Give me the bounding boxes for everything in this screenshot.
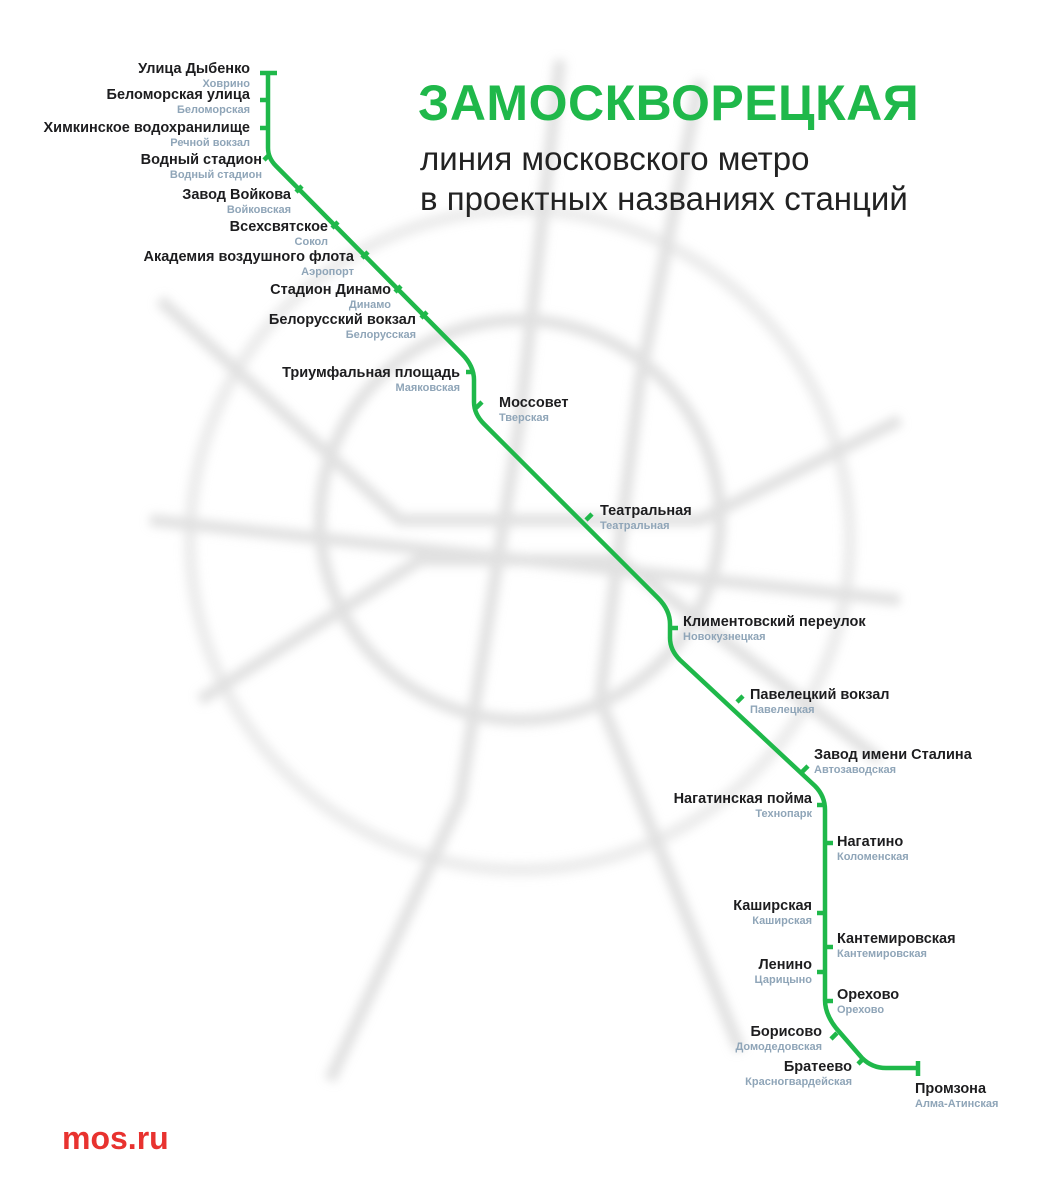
station-current-name: Сокол [294, 235, 328, 248]
station-project-name: Улица Дыбенко [138, 61, 250, 77]
station-current-name: Маяковская [395, 381, 460, 394]
station-project-name: Водный стадион [140, 152, 262, 168]
station-tick [829, 1031, 839, 1041]
station-tick [330, 220, 340, 230]
station-tick [419, 310, 429, 320]
station-current-name: Театральная [600, 519, 670, 532]
station-project-name: Промзона [915, 1081, 987, 1097]
station-current-name: Царицыно [754, 973, 812, 986]
station-project-name: Беломорская улица [106, 87, 250, 103]
station-project-name: Моссовет [499, 395, 569, 411]
station-project-name: Завод имени Сталина [814, 747, 972, 763]
station-current-name: Водный стадион [169, 168, 262, 181]
station-current-name: Автозаводская [814, 763, 897, 776]
station-current-name: Ховрино [202, 77, 250, 90]
station-current-name: Технопарк [755, 807, 812, 820]
station-project-name: Театральная [600, 503, 692, 519]
station-current-name: Динамо [348, 298, 391, 311]
station-project-name: Академия воздушного флота [143, 249, 354, 265]
station-current-name: Каширская [752, 914, 812, 927]
station-tick [584, 512, 594, 522]
station-project-name: Триумфальная площадь [282, 365, 460, 381]
station-tick [360, 250, 370, 260]
station-tick [735, 694, 745, 704]
blurred-background-map [149, 59, 903, 1083]
station-current-name: Кантемировская [837, 947, 927, 960]
station-current-name: Орехово [837, 1003, 885, 1016]
station-project-name: Борисово [750, 1024, 822, 1040]
subtitle-line-1: линия московского метро [420, 140, 810, 177]
station-project-name: Нагатино [837, 834, 904, 850]
station-tick [262, 152, 272, 162]
subtitle-line-2: в проектных названиях станций [420, 180, 908, 217]
station-current-name: Речной вокзал [170, 136, 250, 149]
station-project-name: Орехово [837, 987, 900, 1003]
station-current-name: Новокузнецкая [683, 630, 766, 643]
station-current-name: Павелецкая [750, 703, 815, 716]
station-current-name: Красногвардейская [745, 1075, 852, 1088]
line-title: ЗАМОСКВОРЕЦКАЯ [418, 75, 920, 131]
station-current-name: Войковская [226, 203, 291, 216]
station-project-name: Всехсвятское [229, 219, 328, 235]
station-tick [474, 400, 484, 410]
station-project-name: Химкинское водохранилище [43, 120, 251, 136]
station-tick [294, 184, 304, 194]
station-tick [856, 1056, 866, 1066]
station-project-name: Климентовский переулок [683, 614, 866, 630]
station-current-name: Тверская [499, 411, 549, 424]
zamoskvoretskaya-line [265, 73, 918, 1071]
station-current-name: Коломенская [837, 850, 909, 863]
station-tick [800, 764, 810, 774]
station-project-name: Кантемировская [837, 931, 956, 947]
station-project-name: Нагатинская пойма [673, 791, 812, 807]
mos-ru-logo[interactable]: mos.ru [62, 1120, 169, 1156]
station-project-name: Каширская [733, 898, 812, 914]
station-tick [393, 284, 403, 294]
station-current-name: Алма-Атинская [915, 1097, 999, 1110]
station-ticks [260, 70, 921, 1076]
station-project-name: Завод Войкова [182, 187, 291, 203]
station-current-name: Аэропорт [301, 265, 354, 278]
station-project-name: Ленино [758, 957, 812, 973]
station-project-name: Павелецкий вокзал [750, 687, 890, 703]
station-project-name: Братеево [783, 1059, 852, 1075]
station-current-name: Домодедовская [735, 1040, 822, 1053]
station-project-name: Белорусский вокзал [268, 312, 416, 328]
station-project-name: Стадион Динамо [270, 282, 391, 298]
station-current-name: Белорусская [345, 328, 416, 341]
station-current-name: Беломорская [176, 103, 250, 116]
